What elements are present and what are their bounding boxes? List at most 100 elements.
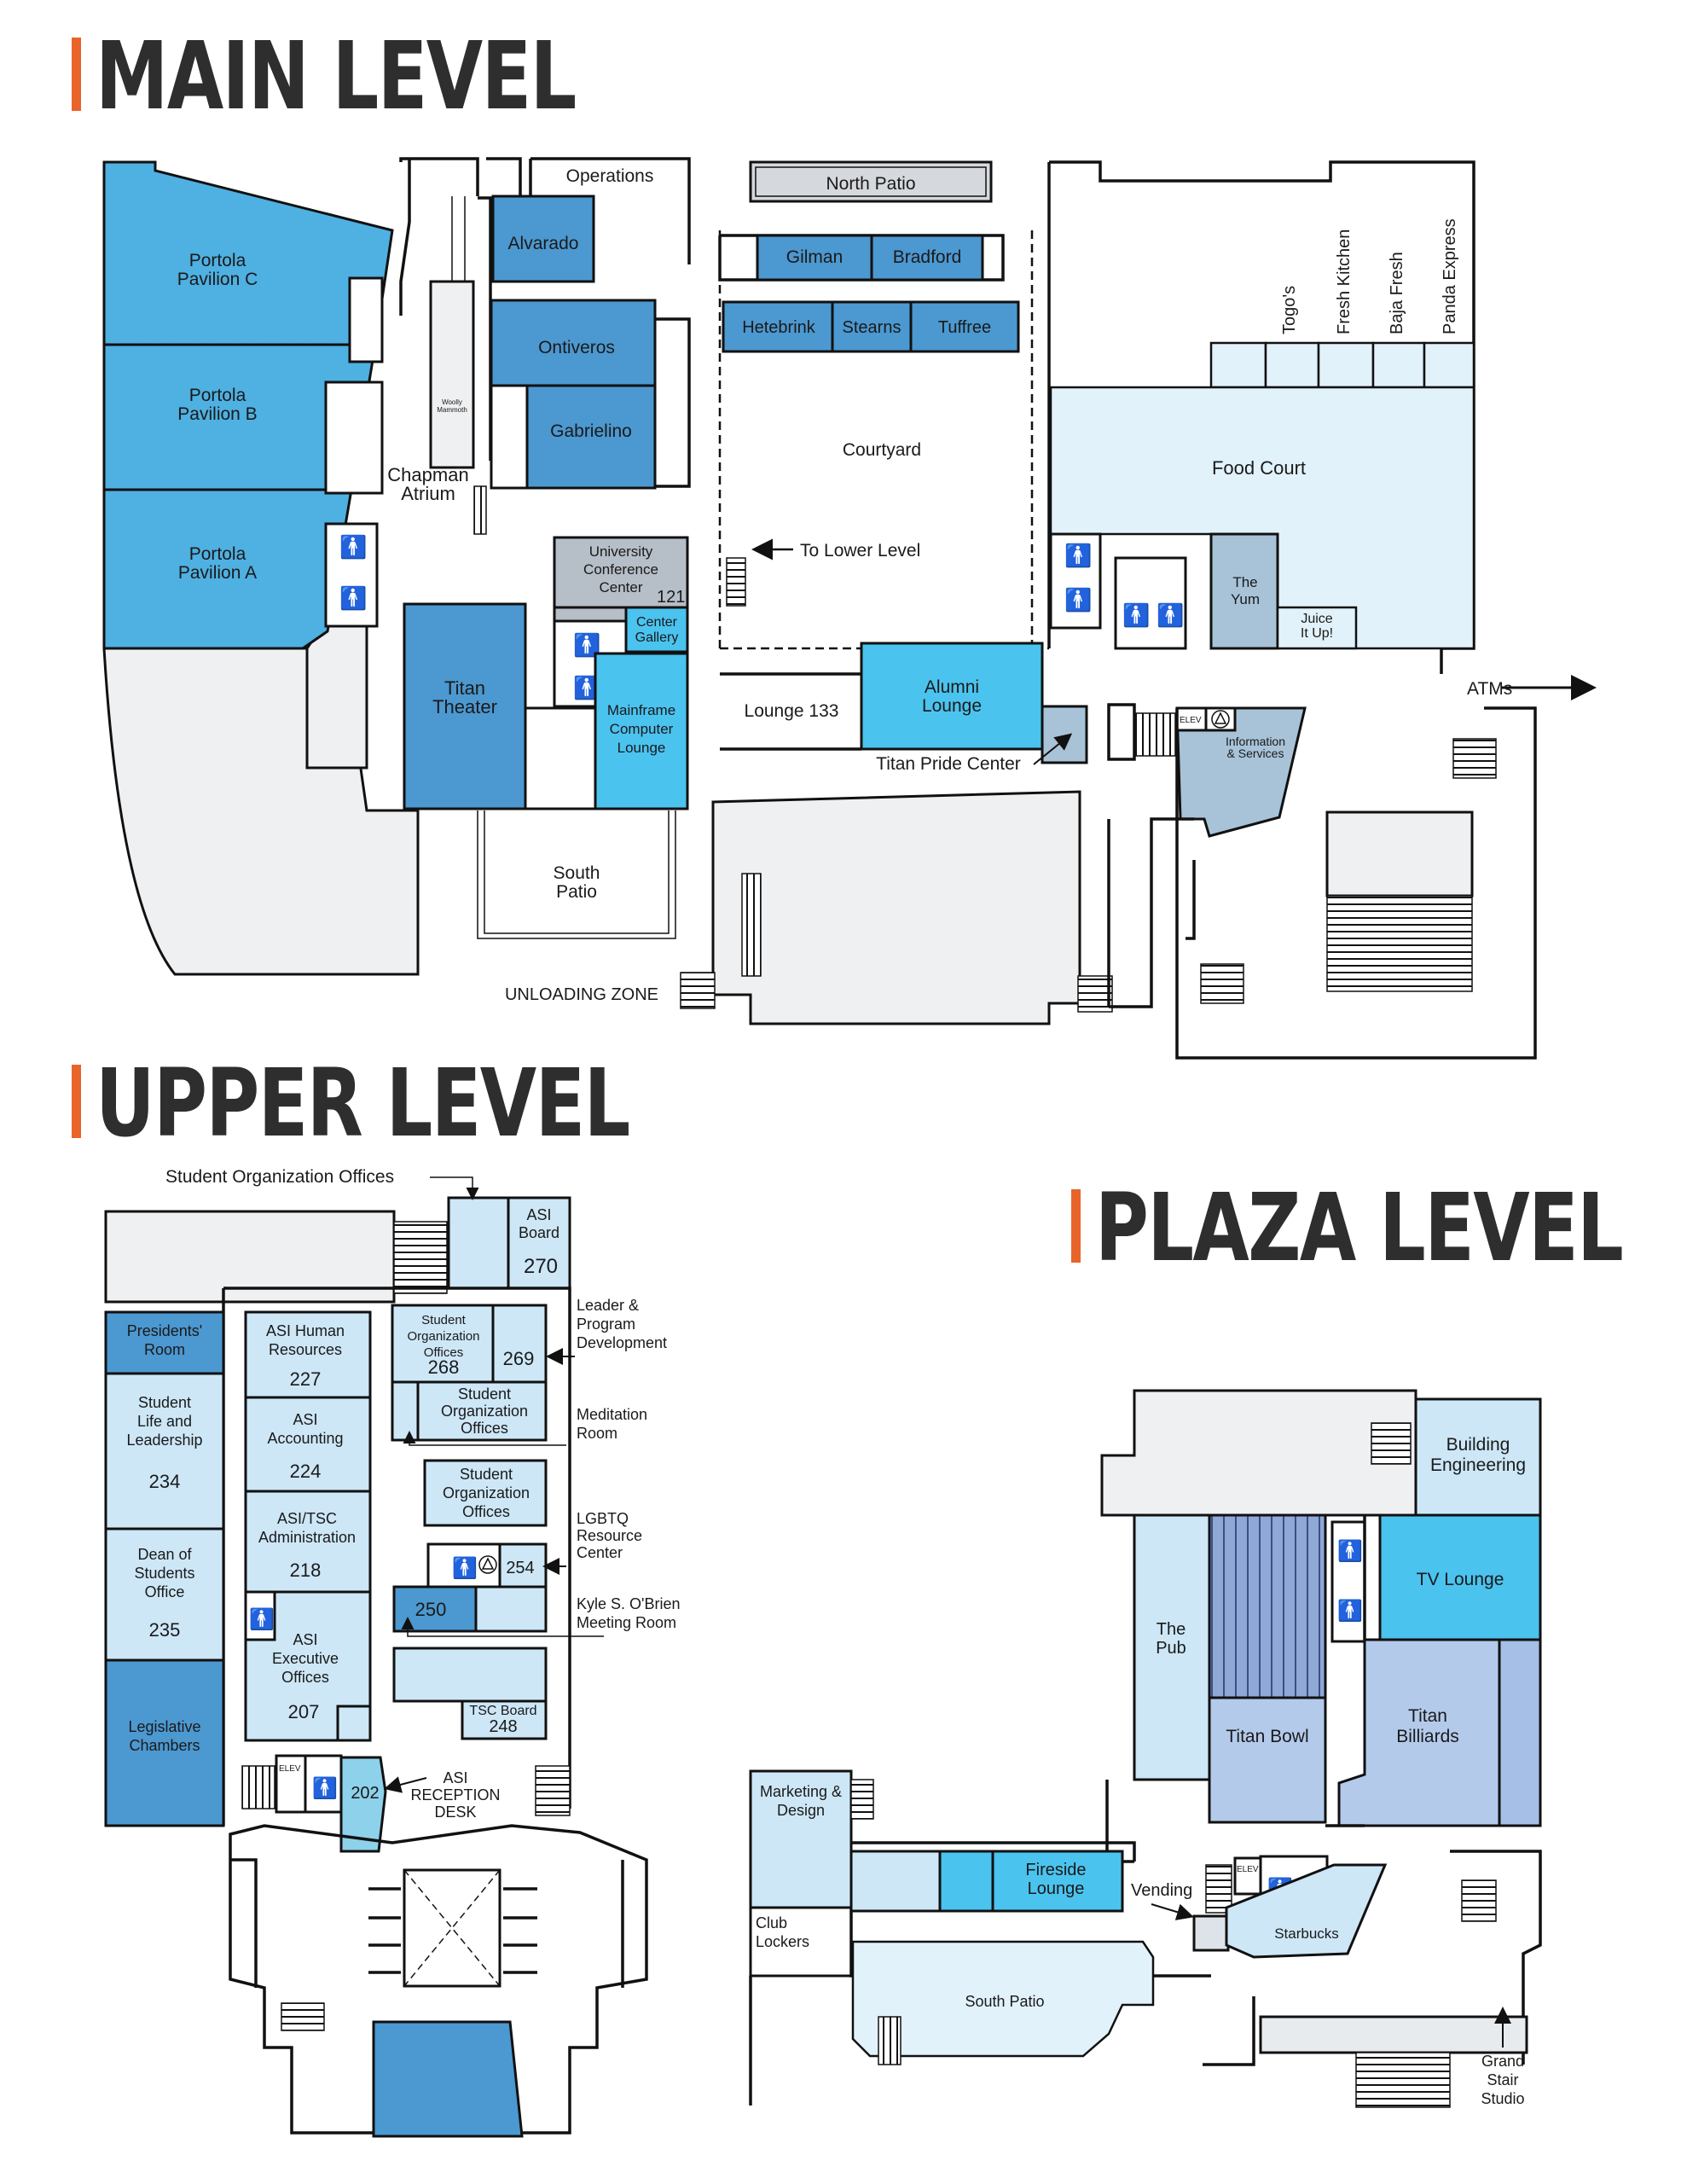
food-stall-baja-fresh (1317, 341, 1375, 389)
restroom-bowl (1330, 1520, 1366, 1643)
svg-text:Lounge 133: Lounge 133 (745, 701, 839, 721)
svg-text:🚹: 🚹 (1157, 602, 1184, 628)
mainframe-side (524, 706, 597, 810)
svg-text:268: 268 (428, 1356, 460, 1378)
svg-text:Vending: Vending (1131, 1881, 1192, 1900)
svg-text:🚹: 🚹 (1337, 1599, 1363, 1623)
portola-lower-area (102, 162, 420, 976)
svg-text:🚹: 🚹 (339, 585, 367, 611)
kyle-obrien-meeting-room (474, 1585, 548, 1633)
hetebrink (722, 300, 834, 353)
woolly-mammoth (429, 280, 475, 469)
upper-corridor-room (392, 1647, 548, 1703)
bradford (870, 234, 984, 282)
titan-bowl (1208, 1696, 1327, 1824)
alvarado (491, 195, 595, 283)
room-269 (491, 1304, 548, 1384)
svg-text:121: 121 (657, 588, 685, 607)
svg-text:Fresh Kitchen: Fresh Kitchen (1335, 229, 1354, 334)
svg-text:Starbucks: Starbucks (1274, 1926, 1339, 1942)
svg-text:Presidents'Room: Presidents'Room (127, 1322, 202, 1358)
east-stage (1325, 810, 1474, 897)
svg-text:Titan Pride Center: Titan Pride Center (876, 754, 1021, 774)
svg-text:Marketing &Design: Marketing &Design (760, 1783, 842, 1819)
food-stall-togos (1209, 341, 1267, 389)
fireside-left (849, 1850, 942, 1913)
titan-theater (403, 602, 527, 810)
svg-text:218: 218 (290, 1560, 322, 1581)
meditation-room (391, 1380, 420, 1442)
student-org-offices-top (447, 1196, 510, 1290)
svg-text:🚹: 🚹 (1337, 1539, 1363, 1563)
svg-text:235: 235 (149, 1619, 181, 1641)
food-stall-fresh-kitchen (1264, 341, 1320, 389)
svg-text:TSC Board: TSC Board (469, 1704, 536, 1718)
plaza-level-title: PLAZA LEVEL (1095, 1173, 1624, 1282)
restroom-asi (244, 1590, 276, 1641)
svg-text:🚹: 🚹 (452, 1556, 478, 1580)
svg-text:🚹: 🚹 (339, 534, 367, 560)
restroom-foodcourt-2 (1114, 556, 1187, 650)
restroom-reception (304, 1754, 343, 1814)
grand-stair-studio (1259, 2015, 1528, 2054)
svg-text:ELEV: ELEV (1180, 716, 1202, 725)
upper-south-stage (372, 2020, 524, 2138)
tv-lounge (1378, 1513, 1542, 1641)
building-engineering (1414, 1397, 1542, 1517)
svg-text:270: 270 (524, 1255, 558, 1278)
svg-text:Togo's: Togo's (1280, 286, 1299, 334)
svg-text:TV Lounge: TV Lounge (1417, 1570, 1504, 1589)
center-gallery (624, 606, 689, 653)
svg-text:🚹: 🚹 (312, 1776, 338, 1800)
svg-text:207: 207 (288, 1701, 320, 1722)
gabrielino-side (490, 384, 529, 490)
svg-text:🚹: 🚹 (249, 1607, 275, 1631)
fireside-mid (938, 1850, 994, 1913)
elev-plaza (1233, 1856, 1262, 1896)
svg-text:248: 248 (489, 1717, 517, 1736)
lower-center-block (711, 790, 1081, 1025)
svg-text:Bradford: Bradford (893, 247, 962, 267)
juice-it-up (1276, 606, 1358, 650)
main-level-title: MAIN LEVEL (96, 21, 577, 131)
the-pub (1133, 1513, 1211, 1781)
svg-text:Titan Bowl: Titan Bowl (1226, 1727, 1308, 1746)
tuffree (909, 300, 1020, 353)
plaza-north-block (1100, 1389, 1417, 1517)
svg-text:269: 269 (503, 1348, 535, 1369)
svg-text:Student Organization Offices: Student Organization Offices (165, 1167, 394, 1187)
svg-text:UNLOADING ZONE: UNLOADING ZONE (505, 985, 658, 1004)
fireside-lounge (991, 1850, 1124, 1913)
svg-text:Gabrielino: Gabrielino (550, 421, 632, 441)
vending (1192, 1914, 1230, 1952)
svg-text:Courtyard: Courtyard (843, 440, 921, 460)
restroom-portola (324, 522, 379, 628)
svg-text:Food Court: Food Court (1212, 457, 1306, 479)
room-250 (392, 1585, 478, 1633)
svg-text:227: 227 (290, 1368, 322, 1390)
